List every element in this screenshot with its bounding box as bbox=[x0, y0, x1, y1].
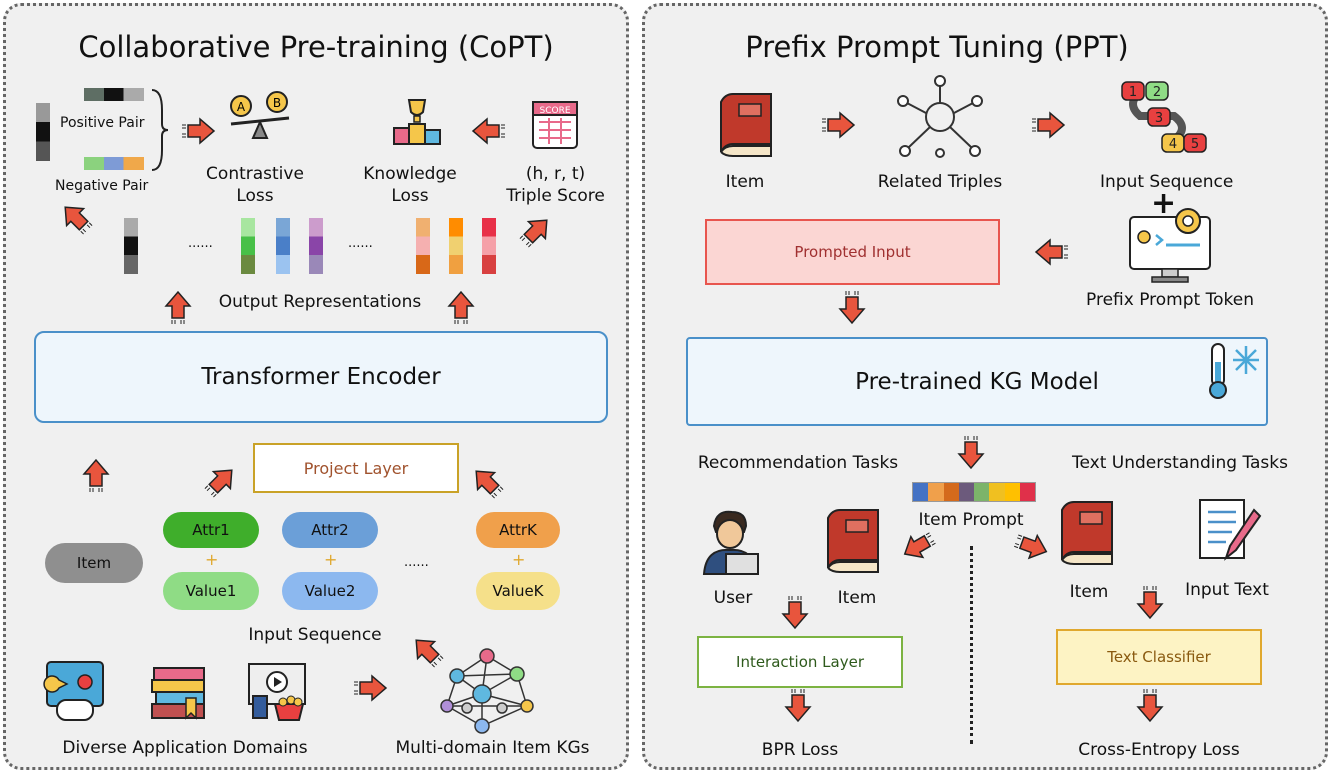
svg-text:5: 5 bbox=[1191, 137, 1199, 152]
ellipsis-1: ...... bbox=[188, 236, 213, 251]
negative-vector bbox=[84, 157, 144, 170]
svg-text:B: B bbox=[273, 96, 281, 110]
positive-vector bbox=[84, 88, 144, 101]
document-pencil-icon bbox=[1199, 499, 1262, 561]
score-card-icon: SCORE bbox=[532, 101, 578, 149]
output-representations-label: Output Representations bbox=[218, 292, 422, 312]
text-classifier: Text Classifier bbox=[1056, 629, 1262, 685]
svg-text:A: A bbox=[237, 100, 246, 114]
books-icon bbox=[151, 667, 205, 720]
related-triples-label: Related Triples bbox=[877, 172, 1003, 192]
cross-entropy-loss-label: Cross-Entropy Loss bbox=[1078, 740, 1240, 760]
user-label: User bbox=[713, 588, 753, 608]
transformer-encoder: Transformer Encoder bbox=[34, 331, 608, 423]
score-text: SCORE bbox=[539, 106, 570, 116]
attr1-pill: Attr1 bbox=[163, 512, 259, 548]
diverse-domains-label: Diverse Application Domains bbox=[62, 738, 308, 758]
item-pill: Item bbox=[45, 543, 143, 583]
gray-vector bbox=[124, 218, 138, 274]
game-icon bbox=[43, 661, 104, 721]
input-text-label: Input Text bbox=[1185, 580, 1269, 600]
prompted-input: Prompted Input bbox=[705, 219, 1000, 285]
svg-text:3: 3 bbox=[1155, 111, 1163, 126]
copt-title: Collaborative Pre-training (CoPT) bbox=[78, 30, 554, 64]
input-sequence-label-left: Input Sequence bbox=[248, 625, 382, 645]
pair-brace bbox=[151, 89, 169, 171]
triple-score-label: (h, r, t) Triple Score bbox=[506, 164, 605, 206]
prefix-prompt-token-label: Prefix Prompt Token bbox=[1086, 290, 1254, 310]
valuek-pill: ValueK bbox=[476, 572, 560, 610]
monitor-icon bbox=[1129, 208, 1211, 283]
negative-pair-label: Negative Pair bbox=[55, 178, 149, 194]
project-layer-label: Project Layer bbox=[303, 458, 409, 478]
value1-pill: Value1 bbox=[163, 572, 259, 610]
item-prompt-label: Item Prompt bbox=[918, 510, 1024, 530]
svg-text:4: 4 bbox=[1169, 137, 1177, 152]
red-vector bbox=[482, 218, 496, 274]
ellipsis-3: ...... bbox=[404, 555, 429, 570]
recommendation-tasks-label: Recommendation Tasks bbox=[697, 453, 899, 473]
positive-pair-label: Positive Pair bbox=[60, 115, 145, 131]
plus-1: + bbox=[205, 550, 219, 569]
item-label-top: Item bbox=[725, 172, 765, 192]
balance-scale-icon: A B bbox=[230, 91, 290, 139]
podium-trophy-icon bbox=[393, 99, 441, 145]
interaction-layer-label: Interaction Layer bbox=[736, 653, 864, 671]
contrastive-loss-label: Contrastive Loss bbox=[206, 164, 304, 206]
item-label-text: Item bbox=[1069, 582, 1109, 602]
book-icon-2 bbox=[827, 509, 879, 573]
interaction-layer: Interaction Layer bbox=[697, 636, 903, 688]
transformer-encoder-label: Transformer Encoder bbox=[201, 364, 441, 390]
item-label-rec: Item bbox=[837, 588, 877, 608]
frozen-thermometer-icon bbox=[1209, 343, 1259, 399]
task-divider bbox=[970, 546, 973, 744]
multi-domain-kgs-label: Multi-domain Item KGs bbox=[395, 738, 590, 758]
ellipsis-2: ...... bbox=[348, 236, 373, 251]
yellow-vector bbox=[449, 218, 463, 274]
input-sequence-label-right: Input Sequence bbox=[1100, 172, 1234, 192]
numbered-sequence-icon: 1 2 3 4 5 bbox=[1121, 81, 1207, 153]
purple-vector bbox=[309, 218, 323, 274]
attrk-pill: AttrK bbox=[476, 512, 560, 548]
green-vector bbox=[241, 218, 255, 274]
book-icon-3 bbox=[1061, 501, 1113, 565]
user-icon bbox=[702, 510, 759, 575]
orange-vector bbox=[416, 218, 430, 274]
pretrained-kg-model: Pre-trained KG Model bbox=[686, 337, 1268, 426]
knowledge-graph-icon bbox=[440, 648, 534, 734]
text-classifier-label: Text Classifier bbox=[1107, 648, 1211, 666]
movie-icon bbox=[248, 663, 306, 721]
bpr-loss-label: BPR Loss bbox=[761, 740, 839, 760]
item-prompt-strip bbox=[912, 482, 1036, 502]
text-understanding-tasks-label: Text Understanding Tasks bbox=[1072, 453, 1288, 473]
ppt-title: Prefix Prompt Tuning (PPT) bbox=[745, 30, 1129, 64]
svg-text:1: 1 bbox=[1129, 85, 1137, 100]
attr2-pill: Attr2 bbox=[282, 512, 378, 548]
value2-pill: Value2 bbox=[282, 572, 378, 610]
plus-2: + bbox=[324, 550, 338, 569]
prompted-input-label: Prompted Input bbox=[794, 243, 911, 261]
anchor-vector bbox=[36, 103, 50, 161]
pretrained-kg-model-label: Pre-trained KG Model bbox=[855, 368, 1099, 395]
book-icon bbox=[720, 93, 772, 157]
blue-vector bbox=[276, 218, 290, 274]
network-icon bbox=[897, 75, 983, 158]
plus-icon: + bbox=[1151, 186, 1177, 221]
plus-3: + bbox=[512, 550, 526, 569]
project-layer: Project Layer bbox=[253, 443, 459, 493]
svg-text:2: 2 bbox=[1153, 85, 1161, 100]
knowledge-loss-label: Knowledge Loss bbox=[363, 164, 457, 206]
